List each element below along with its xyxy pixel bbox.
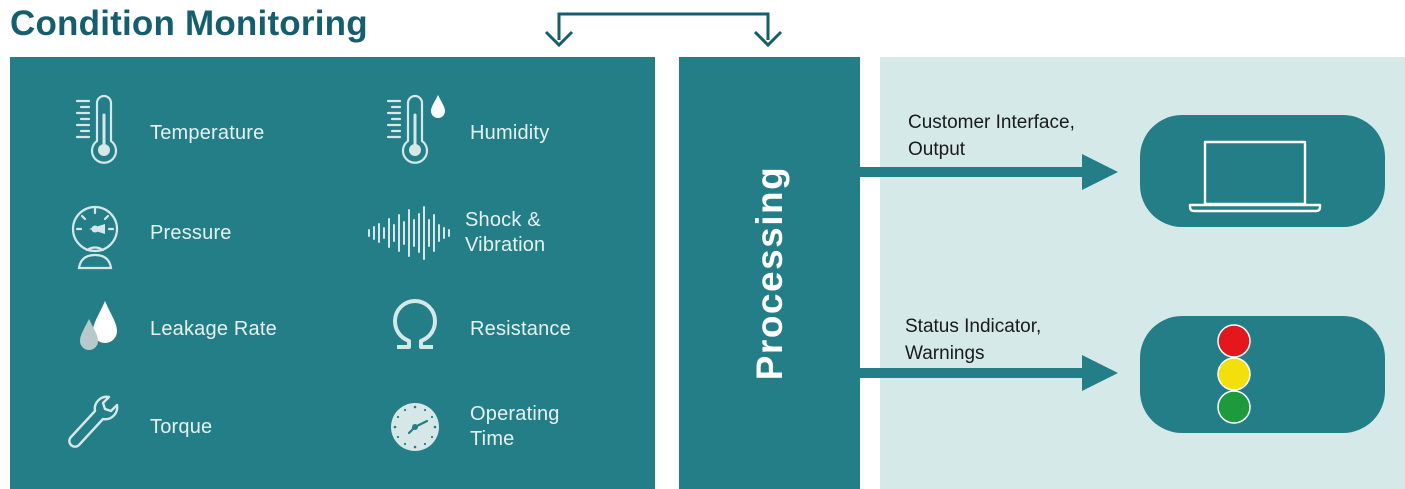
traffic-light-icon bbox=[1217, 324, 1251, 424]
sensor-resistance: Resistance bbox=[380, 289, 571, 369]
thermometer-icon bbox=[60, 93, 130, 173]
sensor-label: Leakage Rate bbox=[150, 317, 277, 340]
output-panel: Customer Interface, Output Status Indica… bbox=[880, 57, 1405, 489]
clock-icon bbox=[380, 387, 450, 467]
processing-panel: Processing bbox=[679, 57, 860, 489]
sensor-pressure: Pressure bbox=[60, 193, 232, 273]
sensor-shock-vibration: Shock &Vibration bbox=[365, 193, 545, 273]
sensor-humidity: Humidity bbox=[380, 93, 549, 173]
feedback-connector-arrows bbox=[544, 12, 783, 48]
sensor-torque: Torque bbox=[60, 387, 212, 467]
arrow-to-customer-interface bbox=[856, 154, 1118, 190]
processing-label: Processing bbox=[748, 165, 790, 381]
green-light bbox=[1217, 390, 1251, 424]
output-label-line: Status Indicator, bbox=[905, 316, 1042, 337]
laptop-icon bbox=[1188, 140, 1322, 213]
omega-icon bbox=[380, 289, 450, 369]
sensor-label: Shock &Vibration bbox=[465, 209, 546, 256]
diagram-title: Condition Monitoring bbox=[10, 4, 368, 43]
thermometer-drop-icon bbox=[380, 93, 450, 173]
sensor-label: Torque bbox=[150, 415, 213, 438]
sensors-panel: Temperature Humidity bbox=[10, 57, 655, 489]
output-label-line: Output bbox=[908, 139, 966, 160]
red-light bbox=[1217, 324, 1251, 358]
pressure-gauge-icon bbox=[60, 193, 130, 273]
sound-wave-icon bbox=[365, 193, 455, 273]
sensor-label: Pressure bbox=[150, 221, 232, 244]
drops-icon bbox=[60, 289, 130, 369]
yellow-light bbox=[1217, 357, 1251, 391]
customer-interface-device bbox=[1140, 115, 1385, 227]
status-indicator-label: Status Indicator, Warnings bbox=[905, 313, 1041, 367]
output-label-line: Warnings bbox=[905, 343, 985, 364]
sensor-label: Temperature bbox=[150, 121, 265, 144]
sensor-leakage-rate: Leakage Rate bbox=[60, 289, 277, 369]
sensor-temperature: Temperature bbox=[60, 93, 264, 173]
arrow-to-status-indicator bbox=[856, 355, 1118, 391]
status-indicator-device bbox=[1140, 316, 1385, 433]
wrench-icon bbox=[60, 387, 130, 467]
sensor-label: Resistance bbox=[470, 317, 571, 340]
output-label-line: Customer Interface, bbox=[908, 112, 1075, 133]
sensor-label: Humidity bbox=[470, 121, 550, 144]
customer-interface-label: Customer Interface, Output bbox=[908, 109, 1075, 163]
